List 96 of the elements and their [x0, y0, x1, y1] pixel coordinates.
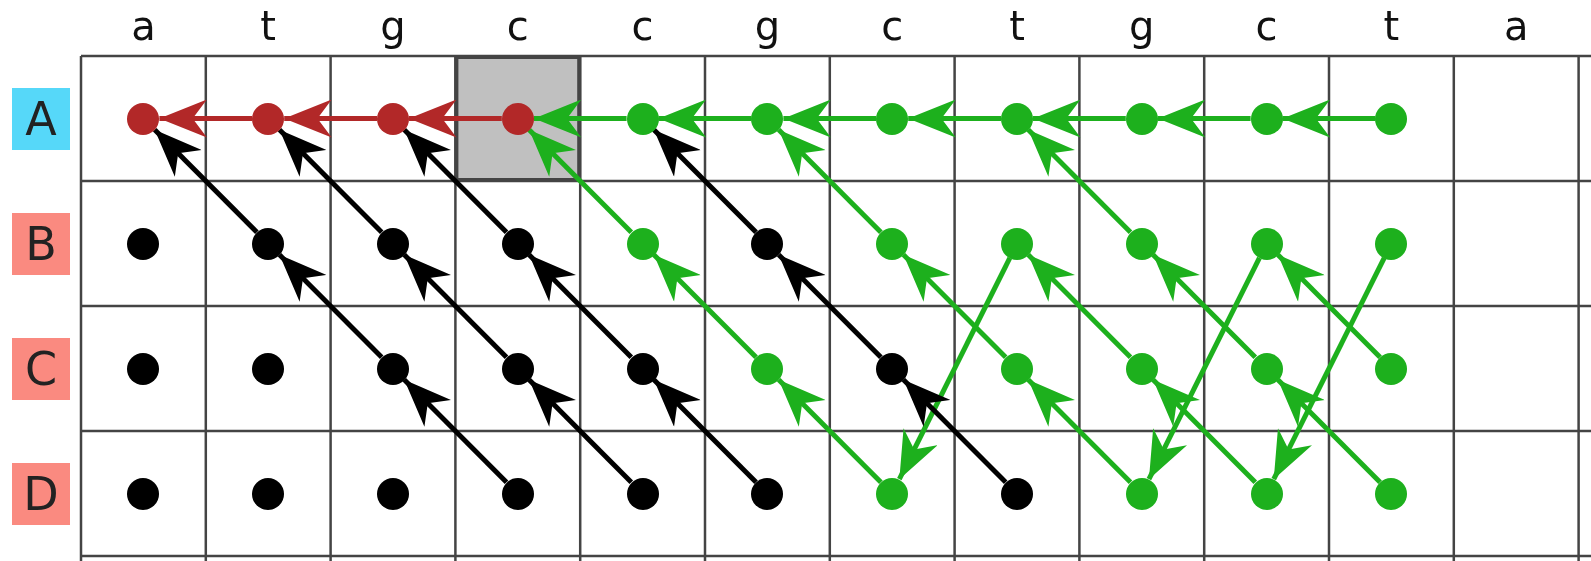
column-letter: c [505, 2, 530, 50]
dot [377, 352, 409, 385]
dot [1250, 477, 1283, 510]
arrow [277, 253, 384, 359]
dot [1250, 352, 1283, 385]
arrow [652, 253, 758, 359]
dot [1125, 352, 1158, 385]
dot [751, 477, 784, 510]
arrow [1026, 378, 1133, 484]
arrow [402, 128, 509, 234]
arrow [1151, 253, 1258, 359]
arrow [409, 99, 502, 138]
dot [1125, 227, 1158, 260]
dot [876, 477, 909, 510]
dot [626, 477, 659, 510]
column-letter: t [1382, 2, 1401, 50]
arrow [402, 378, 509, 484]
arrow [527, 253, 634, 359]
arrow [284, 99, 377, 138]
dot [1375, 352, 1408, 385]
dot [377, 227, 409, 260]
arrow [908, 99, 1001, 138]
dot [751, 352, 784, 385]
dot [127, 102, 160, 135]
dot [1001, 352, 1033, 385]
arrow [527, 128, 634, 234]
arrow [1271, 256, 1387, 481]
dot [1250, 227, 1283, 260]
column-letter: c [880, 2, 905, 50]
column-letter: t [259, 2, 278, 50]
column-letter: t [1008, 2, 1026, 50]
row-label: B [12, 212, 70, 275]
dot [751, 227, 784, 260]
dot [1001, 227, 1033, 260]
dot [1250, 102, 1283, 135]
arrow [1026, 128, 1133, 234]
dot [1001, 102, 1033, 135]
arrow [1276, 253, 1382, 359]
dot [751, 102, 784, 135]
arrow [159, 99, 253, 138]
arrow [776, 253, 883, 359]
arrow [901, 378, 1008, 484]
dot [127, 227, 160, 260]
dot [501, 352, 534, 385]
dot [252, 477, 285, 510]
dot [252, 102, 285, 135]
dot [1125, 102, 1158, 135]
dot [377, 102, 409, 135]
arrow [152, 128, 259, 234]
row-label: A [12, 87, 70, 150]
dot [252, 352, 285, 385]
arrow [1033, 99, 1126, 138]
dot [626, 227, 659, 260]
row-label: C [12, 337, 70, 400]
dot [501, 227, 534, 260]
arrow [658, 99, 752, 138]
arrow [776, 128, 883, 234]
column-letter: a [130, 2, 157, 50]
arrow [1282, 99, 1376, 138]
arrow [1146, 256, 1262, 481]
column-letter: c [630, 2, 655, 50]
dot [377, 477, 409, 510]
column-letter: a [1502, 2, 1530, 50]
arrow [897, 256, 1013, 481]
dot [876, 227, 909, 260]
arrow [1276, 378, 1382, 484]
dot [501, 477, 534, 510]
dot [876, 102, 909, 135]
column-letter: c [1254, 2, 1279, 50]
arrow [652, 378, 758, 484]
dot [626, 352, 659, 385]
arrow [652, 128, 758, 234]
dot [876, 352, 909, 385]
dot [1001, 477, 1033, 510]
dot [127, 352, 160, 385]
dot [1125, 477, 1158, 510]
row-label: D [12, 462, 70, 525]
dot [1375, 102, 1408, 135]
arrow [402, 253, 509, 359]
arrow [1151, 378, 1258, 484]
arrow [533, 99, 627, 138]
column-letter: g [753, 2, 782, 50]
arrow [1157, 99, 1251, 138]
arrow [527, 378, 634, 484]
dot [626, 102, 659, 135]
arrow [1026, 253, 1133, 359]
column-letter: g [379, 2, 407, 50]
column-letter: g [1128, 2, 1156, 50]
arrow [783, 99, 877, 138]
dot [127, 477, 160, 510]
dot [252, 227, 285, 260]
arrow [277, 128, 384, 234]
dot [1375, 477, 1408, 510]
arrow [776, 378, 883, 484]
arrow [901, 253, 1008, 359]
dot [1375, 227, 1408, 260]
